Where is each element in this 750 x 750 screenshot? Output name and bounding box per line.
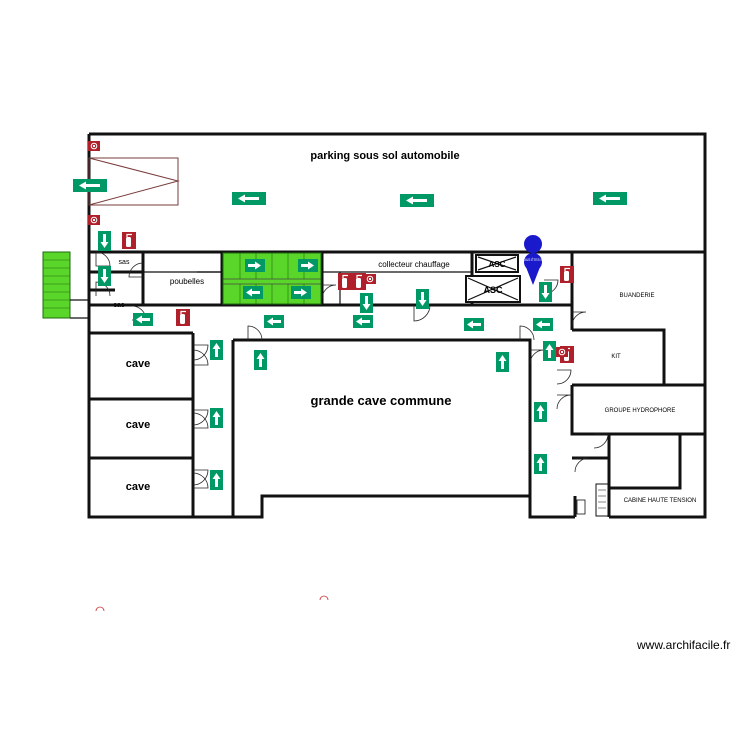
elevator-label-1: ASC bbox=[489, 260, 506, 269]
outer-walls bbox=[87, 132, 707, 519]
electrical-cabinet bbox=[576, 483, 609, 517]
room-label-cabine: CABINE HAUTE TENSION bbox=[624, 498, 697, 504]
room-label-poubelles: poubelles bbox=[170, 277, 204, 286]
room-label-cave-1: cave bbox=[126, 358, 150, 370]
room-label-cave-2: cave bbox=[126, 419, 150, 431]
room-label-grande-cave: grande cave commune bbox=[311, 393, 452, 408]
room-label-buanderie: BUANDERIE bbox=[619, 293, 654, 299]
room-label-cave-3: cave bbox=[126, 481, 150, 493]
room-label-sas-1: sas bbox=[119, 259, 130, 266]
fire-alarm-icon bbox=[87, 140, 569, 358]
room-label-collecteur: collecteur chauffage bbox=[378, 260, 450, 269]
elevator-label-2: ASC bbox=[483, 285, 503, 295]
room-label-groupe: GROUPE HYDROPHORE bbox=[605, 408, 676, 414]
credit-link[interactable]: www.archifacile.fr bbox=[637, 638, 731, 652]
room-label-sas-2: sas bbox=[114, 302, 125, 309]
you-are-here-marker-icon: VOUS ÊTES ICI bbox=[521, 235, 545, 285]
room-label-kit: KIT bbox=[611, 354, 621, 360]
room-label-parking: parking sous sol automobile bbox=[310, 150, 459, 162]
stairs-green-left bbox=[42, 251, 89, 319]
interior-walls bbox=[89, 252, 705, 517]
minor-marks bbox=[95, 595, 329, 612]
marker-label: VOUS ÊTES ICI bbox=[521, 257, 544, 262]
